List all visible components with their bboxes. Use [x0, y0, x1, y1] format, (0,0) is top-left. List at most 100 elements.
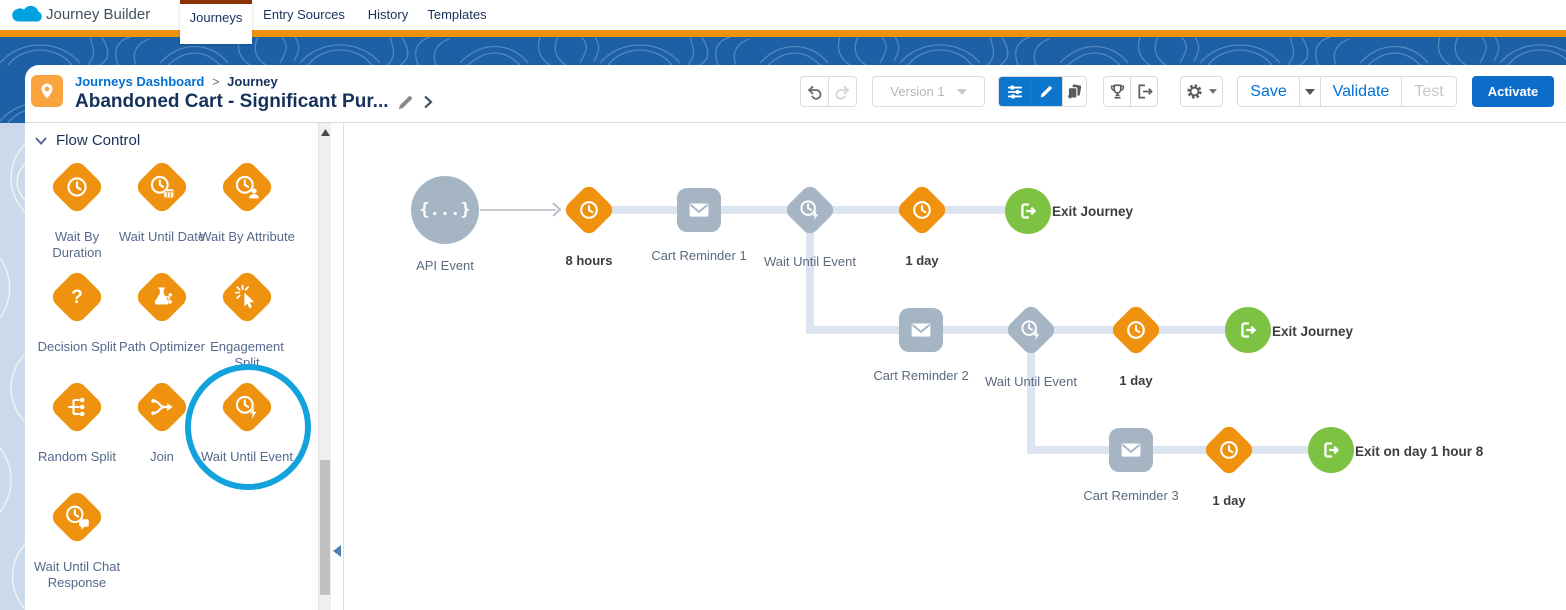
random-split-icon — [68, 397, 85, 417]
edit-pencil-icon[interactable] — [397, 94, 414, 111]
wait-node-1-day-c[interactable] — [1202, 423, 1256, 477]
exit-label: Exit on day 1 hour 8 — [1355, 444, 1484, 459]
tab-history[interactable]: History — [367, 7, 409, 22]
journey-title-row: Abandoned Cart - Significant Pur... — [75, 91, 434, 113]
activity-wait-by-duration[interactable] — [48, 158, 106, 216]
app-title: Journey Builder — [46, 6, 151, 23]
collapse-panel-handle[interactable] — [333, 545, 341, 557]
top-nav: Journey Builder Journeys Entry Sources H… — [0, 0, 1566, 44]
wait-until-event-node-2[interactable] — [1004, 303, 1058, 357]
sidebar-scrollbar[interactable] — [318, 123, 331, 610]
content-area: Flow Control Wait By Duration Wait Until… — [0, 123, 1566, 610]
activity-label: Path Optimizer — [119, 339, 205, 354]
activity-wait-until-date[interactable] — [133, 158, 191, 216]
wait-node-8-hours[interactable] — [562, 183, 616, 237]
activity-label: Join — [150, 449, 174, 464]
validate-button[interactable]: Validate — [1320, 77, 1401, 106]
exit-criteria-icon — [1138, 84, 1153, 99]
flow-control-section-header[interactable]: Flow Control — [35, 132, 140, 149]
tab-entry-sources[interactable]: Entry Sources — [263, 7, 345, 22]
entry-connector — [480, 209, 556, 211]
activity-wait-until-chat-response[interactable] — [48, 488, 106, 546]
gear-icon — [1187, 84, 1202, 99]
clock-calendar-icon — [150, 175, 174, 198]
location-pin-icon — [41, 83, 53, 99]
activity-wait-by-attribute[interactable] — [218, 158, 276, 216]
question-mark-icon: ? — [71, 287, 83, 308]
exit-node-2[interactable] — [1225, 307, 1271, 353]
chevron-down-icon — [956, 88, 967, 95]
save-options-button[interactable] — [1299, 77, 1320, 106]
exit-node-1[interactable] — [1005, 188, 1051, 234]
settings-dropdown[interactable] — [1180, 76, 1223, 107]
expand-chevron-icon[interactable] — [422, 95, 434, 109]
canvas-mode-group — [998, 76, 1087, 107]
activity-wait-until-event[interactable] — [218, 378, 276, 436]
activity-join[interactable] — [133, 378, 191, 436]
wait-until-event-node-1[interactable] — [783, 183, 837, 237]
activity-path-optimizer[interactable] — [133, 268, 191, 326]
exit-label: Exit Journey — [1272, 324, 1354, 339]
node-label: Wait Until Event — [764, 254, 856, 269]
scroll-up-arrow-icon[interactable] — [321, 129, 330, 136]
node-label: 8 hours — [565, 253, 613, 268]
exit-label: Exit Journey — [1052, 204, 1134, 219]
flow-control-title: Flow Control — [56, 132, 141, 149]
exit-door-icon — [1241, 322, 1257, 338]
goal-button[interactable] — [1104, 77, 1130, 106]
version-label: Version 1 — [890, 84, 945, 99]
copy-icon — [1067, 84, 1081, 99]
save-button[interactable]: Save — [1250, 82, 1287, 100]
chevron-down-icon — [35, 136, 47, 145]
entry-source-api-event[interactable]: {...} — [411, 176, 479, 244]
copy-activities-button[interactable] — [1061, 77, 1086, 106]
wait-node-1-day-b[interactable] — [1109, 303, 1163, 357]
node-label: 1 day — [905, 253, 939, 268]
salesforce-cloud-logo — [12, 5, 42, 22]
activity-label: Wait By Duration — [52, 229, 102, 260]
left-pattern-strip — [0, 123, 27, 610]
filter-criteria-button[interactable] — [999, 77, 1031, 106]
exit-node-3[interactable] — [1308, 427, 1354, 473]
activity-label: Wait Until Chat Response — [33, 559, 121, 590]
node-label: 1 day — [1119, 373, 1153, 388]
breadcrumb-journeys-dashboard-link[interactable]: Journeys Dashboard — [75, 74, 205, 89]
clock-icon — [1220, 441, 1238, 459]
edit-mode-button[interactable] — [1030, 77, 1062, 106]
panel-divider — [343, 123, 344, 610]
breadcrumb-current: Journey — [227, 74, 278, 89]
redo-button[interactable] — [828, 77, 856, 106]
node-label: 1 day — [1212, 493, 1246, 508]
connector-arrowhead-icon — [552, 202, 561, 217]
version-dropdown[interactable]: Version 1 — [872, 76, 985, 107]
activate-button[interactable]: Activate — [1472, 76, 1554, 107]
tab-journeys[interactable]: Journeys — [180, 0, 252, 44]
email-node-cart-reminder-2[interactable] — [899, 308, 943, 352]
email-node-cart-reminder-3[interactable] — [1109, 428, 1153, 472]
scrollbar-thumb[interactable] — [320, 460, 330, 595]
activity-random-split[interactable] — [48, 378, 106, 436]
exit-door-icon — [1324, 442, 1340, 458]
wait-node-1-day-a[interactable] — [895, 183, 949, 237]
svg-text:?: ? — [71, 287, 83, 308]
path-row3 — [1027, 446, 1332, 454]
undo-button[interactable] — [801, 77, 828, 106]
tab-templates[interactable]: Templates — [427, 7, 487, 22]
email-node-cart-reminder-1[interactable] — [677, 188, 721, 232]
activity-label: Random Split — [37, 449, 117, 464]
node-label: Cart Reminder 1 — [651, 248, 747, 263]
brand-accent-bar — [0, 30, 1566, 37]
activity-engagement-split[interactable] — [218, 268, 276, 326]
test-button[interactable]: Test — [1401, 77, 1456, 106]
activity-decision-split[interactable]: ? — [48, 268, 106, 326]
clock-icon — [67, 177, 87, 197]
exit-criteria-button[interactable] — [1130, 77, 1157, 106]
goal-exit-group — [1103, 76, 1158, 107]
activity-label: Decision Split — [37, 339, 117, 354]
trophy-icon — [1110, 84, 1124, 99]
activities-sidebar: Flow Control Wait By Duration Wait Until… — [25, 123, 343, 610]
flask-icon — [154, 287, 173, 305]
activity-label: Wait Until Date — [118, 229, 206, 244]
clock-event-icon — [235, 395, 257, 419]
